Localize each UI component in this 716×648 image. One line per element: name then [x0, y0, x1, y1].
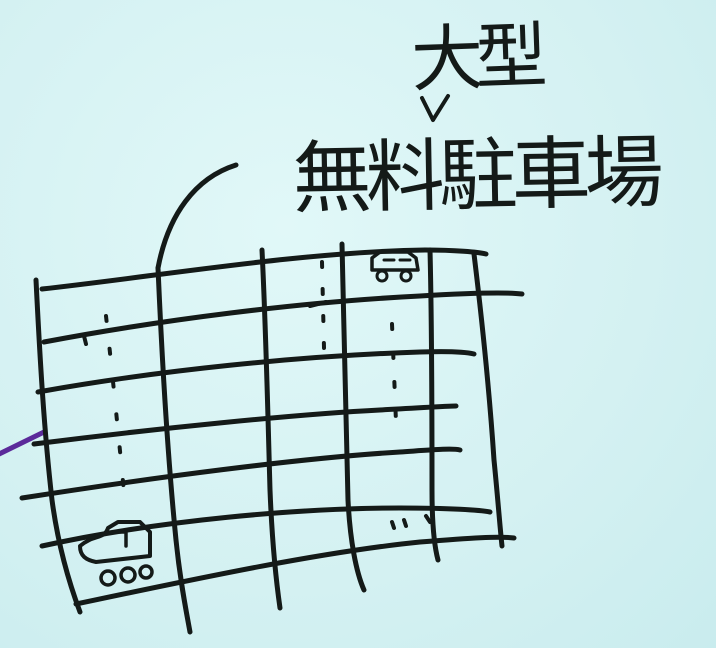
lane-dashes-left: [104, 314, 126, 494]
lane-dash-tick: [308, 300, 328, 308]
grid-line-h7: [73, 534, 517, 607]
grid-line-v1: [33, 277, 83, 615]
car-icon: [370, 250, 420, 283]
grid-line-v4: [339, 241, 367, 593]
grid-line-h3: [35, 349, 477, 395]
lane-dashes-bottom: [390, 514, 432, 530]
lane-dash-left-top: [82, 334, 88, 346]
grid-line-v2: [155, 265, 193, 635]
grid-line-h6: [39, 505, 493, 549]
grid-line-v5: [427, 247, 441, 563]
grid-line-v3: [259, 247, 283, 611]
grid-line-h2: [41, 290, 525, 345]
car-icon: [78, 520, 154, 587]
grid-line-h4: [31, 403, 459, 447]
leader-line: [155, 162, 239, 271]
grid-line-h1: [39, 247, 489, 292]
cable: [0, 429, 47, 457]
grid-line-v6: [471, 251, 505, 549]
grid-line-h5: [19, 446, 463, 501]
sign-title: 無料駐車場: [291, 126, 659, 225]
insertion-caret: [420, 94, 450, 122]
inserted-title-text: 大型: [409, 13, 541, 102]
